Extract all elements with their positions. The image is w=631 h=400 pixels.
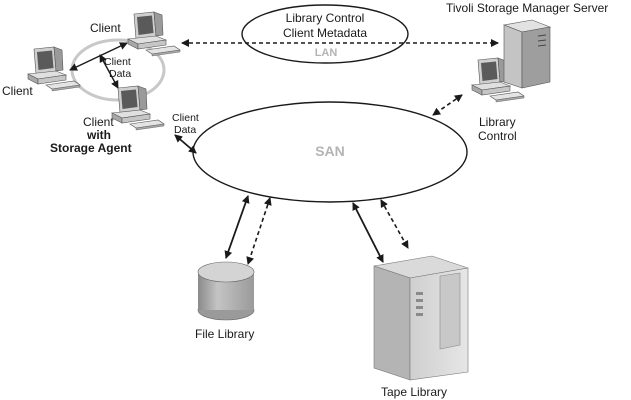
client-data-label-side-line1: Client — [172, 112, 199, 124]
library-control-label-line2: Control — [478, 129, 517, 143]
client-data-label-top-line2: Data — [109, 68, 131, 80]
tsm-server-tower — [502, 19, 552, 89]
lan-name: LAN — [315, 47, 338, 59]
client-data-label-side-line2: Data — [174, 124, 196, 136]
file-library-disk — [197, 261, 255, 321]
client-storage-agent-computer — [111, 85, 165, 131]
client-agent-label-line3: Storage Agent — [50, 141, 132, 155]
file-library-label: File Library — [195, 327, 254, 341]
agent-to-san-arrow — [174, 134, 197, 154]
san-to-file-library-solid-arrow — [224, 195, 250, 259]
san-to-tape-library-solid-arrow — [352, 202, 384, 263]
lan-cloud — [241, 4, 409, 64]
lan-label-line2: Client Metadata — [283, 26, 367, 40]
library-control-label-line1: Library — [479, 115, 516, 129]
client-agent-label-line1: Client — [83, 115, 114, 129]
server-to-san-dashed-arrow — [432, 94, 463, 116]
client-data-label-top-line1: Client — [104, 56, 131, 68]
san-name: SAN — [315, 143, 345, 159]
server-title: Tivoli Storage Manager Server — [446, 1, 608, 15]
client-agent-label-line2: with — [86, 128, 111, 142]
client-left-label: Client — [2, 84, 33, 98]
connectors — [69, 39, 499, 265]
client-top-to-agent-data-arrow — [99, 54, 119, 89]
client-top-label: Client — [90, 21, 121, 35]
lan-label-line1: Library Control — [286, 11, 365, 25]
tape-library-cabinet — [373, 255, 469, 381]
client-top-computer — [127, 11, 181, 57]
san-to-tape-library-dashed-arrow — [380, 199, 409, 249]
client-top-to-left-data-arrow — [69, 42, 128, 71]
tape-library-label: Tape Library — [381, 385, 447, 399]
san-to-file-library-dashed-arrow — [246, 197, 272, 265]
